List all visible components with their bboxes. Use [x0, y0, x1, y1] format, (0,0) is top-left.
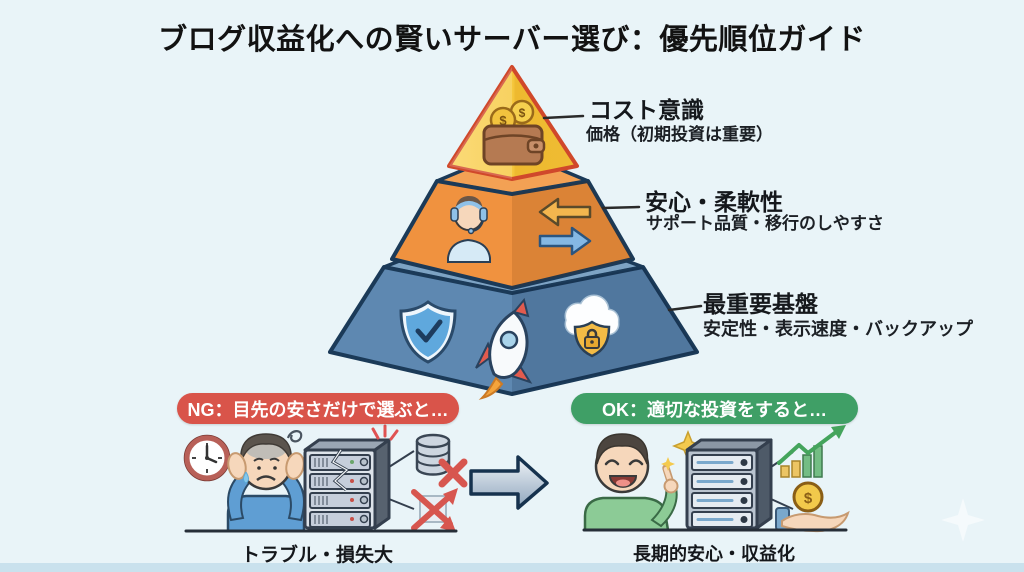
sparkle-small-icon — [661, 457, 675, 471]
page-title: ブログ収益化への賢いサーバー選び：優先順位ガイド — [158, 24, 866, 56]
level-middle-sublabel: サポート品質・移行のしやすさ — [646, 214, 884, 233]
frustration-squiggle — [286, 430, 303, 443]
happy-person — [583, 429, 705, 532]
label-connectors — [542, 114, 703, 312]
pyramid: $ $ — [328, 65, 703, 400]
database-error-icon — [415, 433, 468, 488]
coin-dollar-glyph: $ — [519, 106, 526, 120]
transition-arrow-icon — [469, 455, 549, 510]
level-middle-label: 安心・柔軟性 — [645, 189, 783, 215]
ok-scene: $ — [582, 425, 850, 533]
footer-strip — [0, 563, 1024, 572]
ng-scene — [183, 424, 468, 533]
support-agent-icon — [447, 196, 491, 263]
frustrated-person — [226, 430, 306, 533]
hand-coin-icon: $ — [775, 481, 850, 533]
pyramid-level-foundation — [328, 252, 699, 400]
pyramid-level-top: $ $ — [447, 65, 579, 181]
broken-server-icon — [303, 424, 399, 530]
migration-error-icon — [411, 488, 458, 532]
level-foundation-sublabel: 安定性・表示速度・バックアップ — [703, 319, 973, 339]
level-top-label: コスト意識 — [589, 97, 704, 123]
error-x-icon — [438, 458, 468, 488]
ng-caption: トラブル・損失大 — [240, 545, 394, 566]
swap-arrows-icon — [538, 197, 592, 256]
clock-icon — [183, 434, 231, 482]
healthy-server-icon — [685, 438, 773, 530]
rocket-icon — [475, 297, 533, 400]
level-foundation-label: 最重要基盤 — [703, 291, 818, 317]
ok-caption: 長期的安心・収益化 — [633, 544, 795, 564]
growth-chart-icon — [777, 425, 846, 478]
coin-dollar-glyph: $ — [499, 113, 507, 128]
ng-connectors — [388, 450, 415, 510]
alert-marks-icon — [371, 424, 399, 441]
coin-dollar-glyph: $ — [804, 490, 813, 507]
ng-badge: NG：目先の安さだけで選ぶと… — [177, 393, 459, 424]
wallet-coins-icon: $ $ — [482, 99, 546, 166]
cloud-lock-icon — [564, 294, 620, 358]
ok-badge: OK：適切な投資をすると… — [571, 393, 858, 424]
shield-check-icon — [399, 300, 457, 364]
level-top-sublabel: 価格（初期投資は重要） — [586, 125, 773, 144]
watermark-sparkle-icon — [941, 498, 985, 542]
